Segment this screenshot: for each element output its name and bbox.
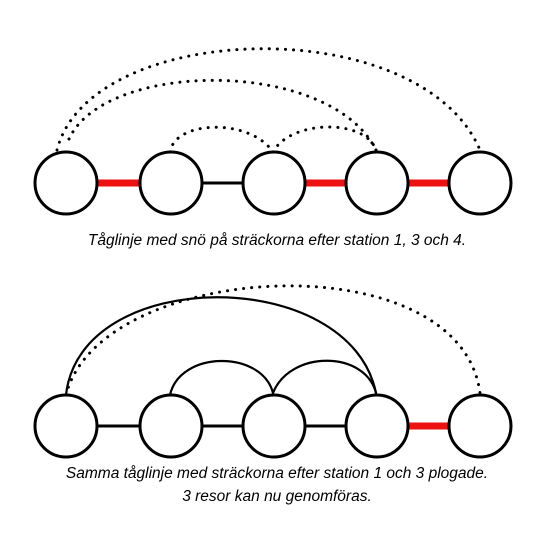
station-4 — [344, 393, 410, 459]
caption-trips-possible: 3 resor kan nu genomföras. — [182, 488, 372, 505]
trip-dotted-2-to-3 — [168, 125, 275, 154]
station-1 — [33, 150, 99, 216]
caption-tracks-plowed: Samma tåglinje med sträckorna efter stat… — [65, 465, 489, 482]
trip-solid-2-to-3 — [168, 359, 275, 397]
station-5 — [447, 393, 513, 459]
station-3 — [241, 393, 307, 459]
station-4 — [344, 150, 410, 216]
trip-dotted-1-to-4 — [67, 78, 378, 152]
trip-dotted-3-to-4 — [271, 125, 378, 154]
station-3 — [241, 150, 307, 216]
panel-tracks-plowed — [33, 284, 513, 459]
caption-snow-on-tracks: Tåglinje med snö på sträckorna efter sta… — [87, 232, 467, 249]
trip-solid-3-to-4 — [271, 359, 378, 395]
panel-snow-on-tracks — [33, 47, 513, 216]
station-2 — [138, 393, 204, 459]
station-1 — [33, 393, 99, 459]
trip-dotted-1-to-5 — [55, 47, 482, 152]
station-5 — [447, 150, 513, 216]
trip-solid-1-to-4 — [64, 296, 378, 397]
trip-dotted-1-to-5 — [64, 284, 482, 397]
station-2 — [138, 150, 204, 216]
